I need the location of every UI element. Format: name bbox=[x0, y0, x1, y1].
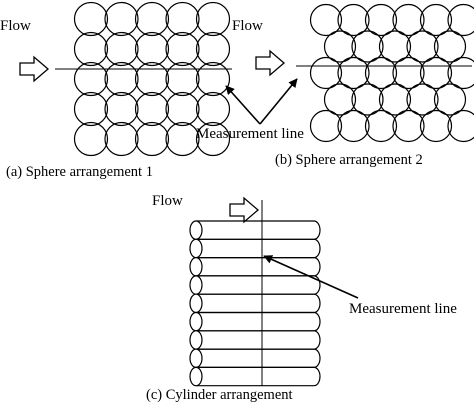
sphere bbox=[433, 83, 467, 116]
cylinder-end bbox=[189, 348, 203, 369]
cylinder-end bbox=[189, 257, 203, 277]
sphere bbox=[406, 30, 439, 63]
sphere bbox=[364, 56, 398, 90]
sphere bbox=[447, 3, 474, 37]
sphere bbox=[104, 121, 139, 157]
callout-arrow-right bbox=[259, 78, 298, 125]
sphere bbox=[378, 30, 412, 63]
sphere bbox=[419, 56, 453, 90]
cylinder-end bbox=[189, 293, 203, 314]
sphere bbox=[195, 91, 231, 127]
flow-arrow-a bbox=[19, 55, 49, 83]
flow-label-a: Flow bbox=[0, 18, 31, 34]
sphere bbox=[195, 31, 231, 67]
sphere bbox=[134, 31, 170, 67]
cylinder-body bbox=[196, 275, 321, 295]
sphere bbox=[392, 56, 425, 90]
sphere-grid-staggered bbox=[309, 3, 474, 143]
cylinder-stack bbox=[189, 220, 321, 387]
sphere bbox=[351, 83, 384, 116]
measurement-line-callout-top: Measurement line bbox=[196, 78, 304, 142]
sphere bbox=[364, 3, 398, 37]
panel-sphere-arrangement-1: Flow (a) Sphere arrangement 1 bbox=[0, 1, 232, 180]
cylinder-body bbox=[196, 220, 321, 240]
sphere bbox=[104, 61, 139, 97]
cylinder-body bbox=[196, 366, 321, 387]
sphere bbox=[165, 121, 200, 157]
sphere bbox=[73, 121, 109, 157]
measurement-line-label-top: Measurement line bbox=[196, 126, 304, 142]
sphere bbox=[419, 109, 453, 143]
measurement-line-label-c: Measurement line bbox=[349, 301, 457, 317]
sphere bbox=[419, 3, 453, 37]
panel-cylinder-arrangement: Flow Measurement line (c) Cylinder arran… bbox=[146, 193, 457, 403]
sphere bbox=[392, 3, 425, 37]
sphere bbox=[134, 121, 170, 157]
cylinder-body bbox=[196, 293, 321, 314]
cylinder-end bbox=[189, 220, 203, 240]
sphere bbox=[323, 30, 357, 63]
sphere bbox=[73, 31, 109, 67]
flow-label-c: Flow bbox=[152, 193, 183, 209]
sphere bbox=[378, 83, 412, 116]
sphere bbox=[309, 109, 343, 143]
caption-c: (c) Cylinder arrangement bbox=[146, 387, 293, 403]
callout-arrow-left bbox=[225, 85, 261, 125]
cylinder-end bbox=[189, 366, 203, 387]
sphere bbox=[165, 91, 200, 127]
caption-b: (b) Sphere arrangement 2 bbox=[275, 152, 423, 168]
callout-arrow-c bbox=[263, 255, 359, 299]
flow-arrow-c bbox=[229, 196, 259, 224]
cylinder-end bbox=[189, 330, 203, 350]
flow-arrow-b bbox=[255, 49, 285, 77]
sphere-grid-square bbox=[73, 1, 231, 157]
panel-sphere-arrangement-2: Flow (b) Sphere arrangement 2 bbox=[232, 3, 474, 168]
sphere bbox=[309, 3, 343, 37]
cylinder-body bbox=[196, 311, 321, 332]
sphere bbox=[104, 91, 139, 127]
sphere bbox=[364, 109, 398, 143]
caption-a: (a) Sphere arrangement 1 bbox=[6, 164, 153, 180]
sphere bbox=[134, 1, 170, 37]
sphere bbox=[406, 83, 439, 116]
sphere bbox=[195, 1, 231, 37]
sphere bbox=[73, 91, 109, 127]
sphere bbox=[165, 61, 200, 97]
sphere bbox=[165, 1, 200, 37]
flow-label-b: Flow bbox=[232, 18, 263, 34]
sphere bbox=[433, 30, 467, 63]
cylinder-end bbox=[189, 275, 203, 295]
cylinder-body bbox=[196, 348, 321, 368]
sphere bbox=[337, 109, 370, 143]
sphere bbox=[351, 30, 384, 63]
sphere bbox=[73, 61, 109, 97]
sphere bbox=[323, 83, 357, 116]
cylinder-end bbox=[189, 311, 203, 332]
sphere bbox=[104, 1, 139, 37]
sphere bbox=[73, 1, 109, 37]
sphere bbox=[165, 31, 200, 67]
sphere bbox=[447, 56, 474, 90]
cylinder-body bbox=[196, 330, 321, 350]
sphere bbox=[392, 109, 425, 143]
sphere bbox=[195, 121, 231, 157]
sphere bbox=[104, 31, 139, 67]
cylinder-body bbox=[196, 238, 321, 259]
sphere bbox=[134, 91, 170, 127]
sphere bbox=[309, 56, 343, 90]
sphere bbox=[337, 3, 370, 37]
sphere bbox=[337, 56, 370, 90]
cylinder-end bbox=[189, 238, 203, 259]
sphere bbox=[134, 61, 170, 97]
sphere bbox=[195, 61, 231, 97]
sphere bbox=[447, 109, 474, 143]
